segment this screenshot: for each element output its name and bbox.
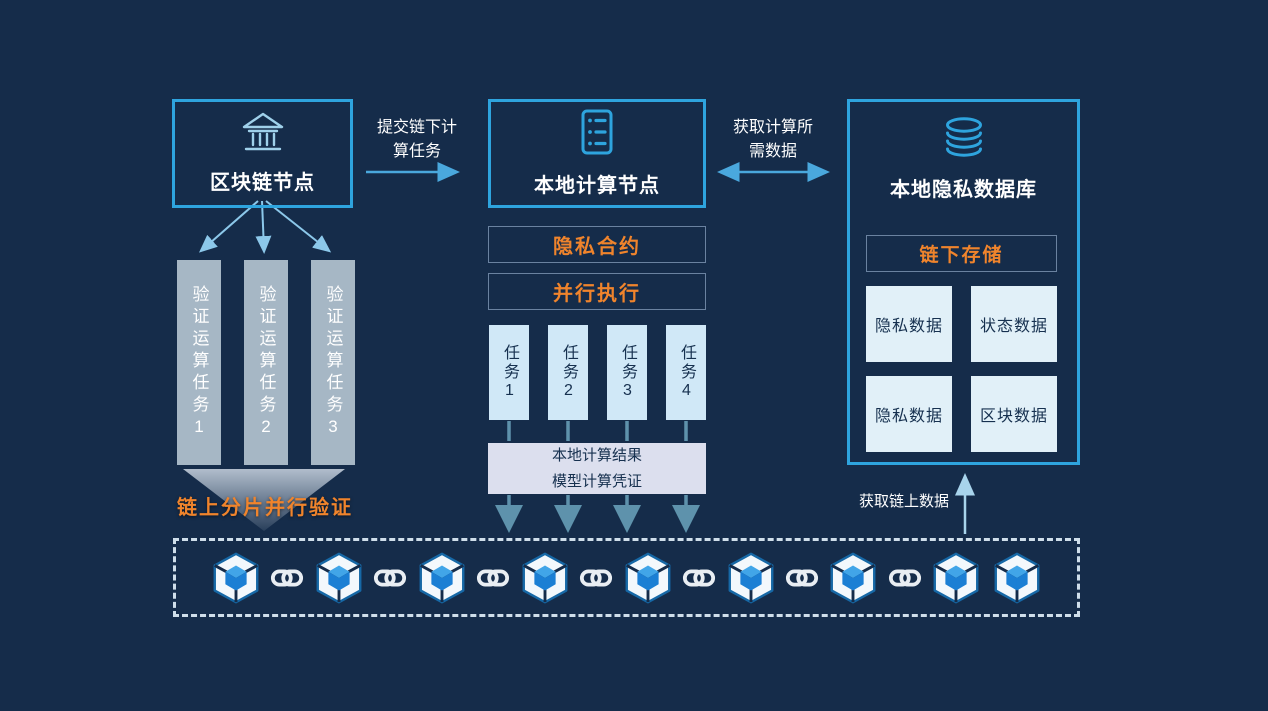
fetch-onchain-label: 获取链上数据: [858, 493, 949, 510]
fan-arrow-1: [198, 200, 259, 253]
server-icon: [575, 109, 619, 160]
private-db-label: 本地隐私数据库: [890, 179, 1037, 201]
local-compute-node-box: 本地计算节点: [488, 99, 706, 208]
submit-task-label: 提交链下计 算任务: [376, 119, 457, 160]
database-icon: [941, 116, 987, 165]
data-cell-private-1: 隐私数据: [866, 286, 952, 362]
fan-arrow-3: [265, 200, 332, 253]
private-db-box: 本地隐私数据库 链下存储 隐私数据 状态数据 隐私数据 区块数据: [847, 99, 1080, 465]
offchain-storage-box: 链下存储: [866, 235, 1057, 272]
parallel-exec-label: 并行执行: [553, 283, 641, 305]
shard-verify-label: 链上分片并行验证: [177, 497, 353, 519]
fetch-data-label: 获取计算所 需数据: [732, 119, 813, 160]
block-icon: [827, 550, 879, 606]
task-box-4: 任务4: [666, 325, 706, 420]
data-cell-private-2: 隐私数据: [866, 376, 952, 452]
block-icon: [725, 550, 777, 606]
data-cell-state: 状态数据: [971, 286, 1057, 362]
chain-link-icon: [579, 567, 613, 589]
chain-link-icon: [270, 567, 304, 589]
result-box: 本地计算结果 模型计算凭证: [488, 443, 706, 494]
block-icon: [416, 550, 468, 606]
big-down-arrow: [183, 469, 345, 531]
task-box-3: 任务3: [607, 325, 647, 420]
parallel-exec-box: 并行执行: [488, 273, 706, 310]
task-box-2: 任务2: [548, 325, 588, 420]
chain-container: [173, 538, 1080, 617]
verify-bar-1: 验证运算任务1: [177, 260, 221, 465]
blockchain-node-label: 区块链节点: [210, 172, 315, 194]
verify-bar-2: 验证运算任务2: [244, 260, 288, 465]
chain-link-icon: [785, 567, 819, 589]
block-icon: [210, 550, 262, 606]
blockchain-node-box: 区块链节点: [172, 99, 353, 208]
chain-link-icon: [476, 567, 510, 589]
offchain-storage-label: 链下存储: [919, 245, 1004, 266]
chain-link-icon: [373, 567, 407, 589]
privacy-contract-label: 隐私合约: [553, 236, 641, 258]
block-icon: [622, 550, 674, 606]
privacy-contract-box: 隐私合约: [488, 226, 706, 263]
fan-arrow-2: [255, 200, 272, 254]
block-icon: [991, 550, 1043, 606]
chain-link-icon: [888, 567, 922, 589]
task-box-1: 任务1: [489, 325, 529, 420]
bank-icon: [240, 112, 286, 157]
local-compute-node-label: 本地计算节点: [534, 175, 660, 197]
chain-link-icon: [682, 567, 716, 589]
data-cell-block: 区块数据: [971, 376, 1057, 452]
block-icon: [930, 550, 982, 606]
block-icon: [519, 550, 571, 606]
verify-bar-3: 验证运算任务3: [311, 260, 355, 465]
block-icon: [313, 550, 365, 606]
